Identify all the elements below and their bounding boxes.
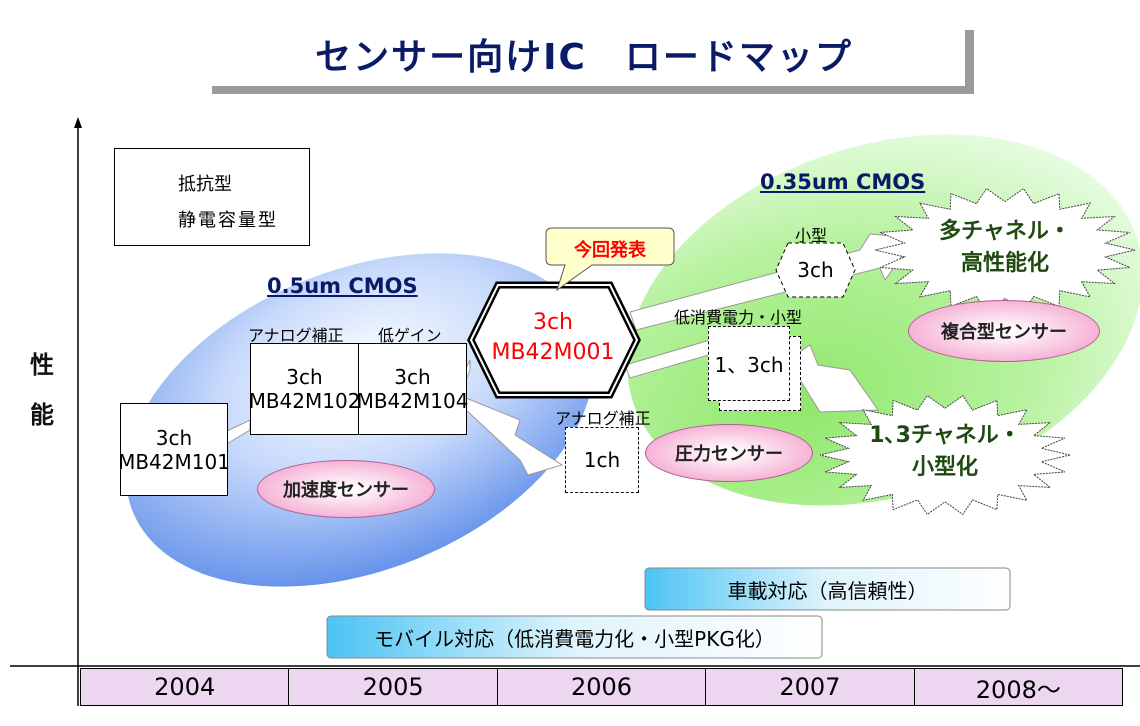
future-1ch-feature: アナログ補正: [555, 409, 651, 428]
mb42m102-ch: 3ch: [286, 365, 323, 389]
future-3ch-feature: 小型: [795, 226, 828, 245]
legend-capacitive-label: 静電容量型: [178, 210, 278, 231]
category-composite-sensor: 複合型センサー: [908, 300, 1100, 362]
starburst-multichannel: [874, 187, 1136, 313]
goal-multichannel: 多チャネル・ 高性能化: [900, 216, 1110, 280]
callout-bubble: [545, 227, 675, 292]
arrow-13ch-to-small: [794, 344, 879, 413]
starburst-small: [819, 394, 1071, 516]
future-3ch-hexagon: [775, 242, 856, 298]
arrow-104-to-1ch: [465, 397, 564, 476]
mb42m001-name: MB42M001: [491, 340, 615, 365]
year-2007: 2007: [706, 669, 915, 705]
goal-multichannel-line2: 高性能化: [960, 251, 1049, 276]
mb42m101-ch: 3ch: [155, 425, 193, 450]
product-mb42m102: 3ch MB42M102: [248, 343, 361, 435]
automotive-bar-bg: [644, 567, 1011, 611]
year-2006: 2006: [498, 669, 707, 705]
automotive-support-bar: 車載対応（高信頼性）: [727, 578, 928, 603]
mb42m102-name: MB42M102: [248, 389, 361, 413]
category-accel-sensor: 加速度センサー: [257, 460, 435, 518]
product-mb42m001: 3ch MB42M001: [480, 308, 626, 368]
y-axis-arrow-icon: [74, 117, 82, 128]
goal-starbursts: [819, 187, 1136, 516]
callout-new-release: 今回発表: [574, 240, 646, 261]
mb42m104-ch: 3ch: [394, 365, 431, 389]
goal-multichannel-line1: 多チャネル・: [939, 219, 1071, 244]
mb42m101-name: MB42M101: [118, 449, 230, 474]
year-2004: 2004: [81, 669, 290, 705]
process-label-05um: 0.5um CMOS: [267, 274, 418, 298]
legend-resistive-label: 抵抗型: [178, 174, 232, 195]
mb42m001-ch: 3ch: [532, 310, 574, 335]
product-mb42m104: 3ch MB42M104: [356, 343, 469, 435]
y-axis-label-1: 性: [30, 351, 54, 379]
legend: [114, 148, 310, 246]
goal-small: 1､3チャネル・ 小型化: [840, 420, 1050, 484]
mobile-support-bar: モバイル対応（低消費電力化・小型PKG化）: [374, 626, 775, 651]
page-title: センサー向けIC ロードマップ: [203, 22, 965, 86]
future-13ch: 1、3ch: [708, 326, 790, 401]
future-1ch: 1ch: [565, 427, 639, 493]
process-label-035um: 0.35um CMOS: [760, 170, 926, 194]
goal-small-line1: 1､3チャネル・: [869, 423, 1021, 448]
future-13ch-feature: 低消費電力・小型: [674, 308, 803, 327]
timeline: 2004 2005 2006 2007 2008～: [80, 668, 1123, 706]
year-2008-onward: 2008～: [975, 675, 1061, 704]
mb42m104-feature: 低ゲイン: [378, 326, 442, 345]
category-pressure-sensor: 圧力センサー: [645, 424, 813, 482]
future-3ch: 3ch: [797, 258, 834, 282]
mb42m102-feature: アナログ補正: [248, 326, 344, 345]
mb42m104-name: MB42M104: [356, 389, 469, 413]
product-mb42m101: 3ch MB42M101: [118, 403, 230, 496]
y-axis-label-2: 能: [30, 401, 54, 429]
mobile-bar-bg: [326, 615, 823, 659]
year-2005: 2005: [289, 669, 498, 705]
goal-small-line2: 小型化: [911, 455, 978, 480]
